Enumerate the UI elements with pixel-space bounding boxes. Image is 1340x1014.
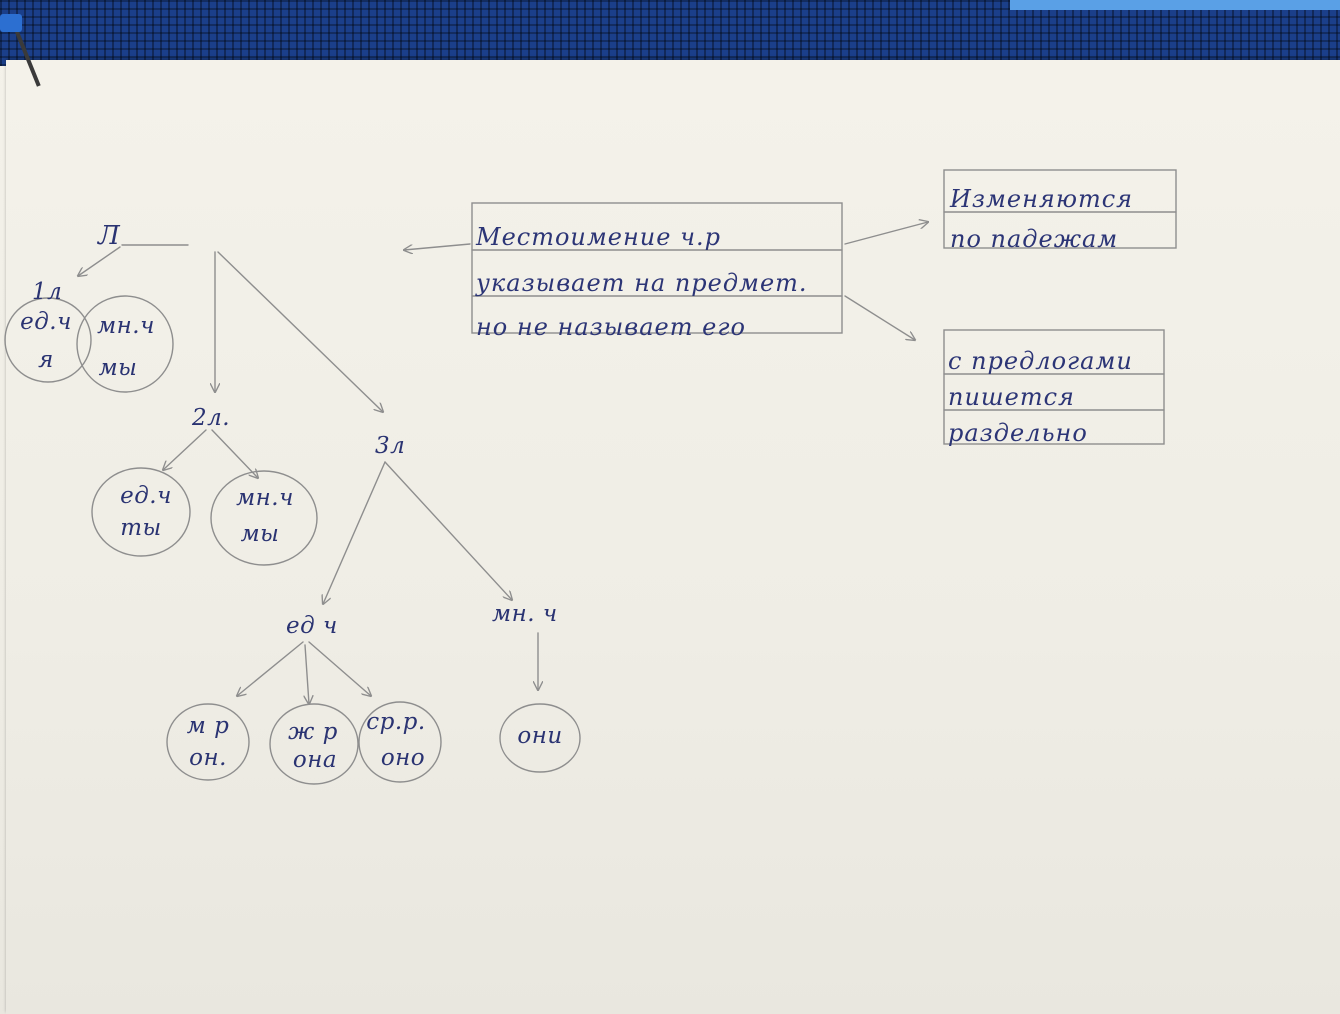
masculine-gender: м р [186, 713, 230, 739]
second-person-label: 2л. [192, 405, 231, 431]
arrow-3l-to-singular [323, 461, 386, 604]
root-label: Л [98, 221, 121, 251]
circle-2l-plural [210, 470, 318, 566]
arrow-2l-to-singular [163, 429, 207, 470]
neuter-gender: ср.р. [366, 709, 426, 735]
third-person-singular-number: ед ч [286, 613, 338, 639]
third-person-label: 3л [375, 433, 406, 459]
feminine-gender: ж р [288, 719, 338, 745]
circle-they [499, 703, 581, 773]
preposition-box-frame [943, 329, 1165, 445]
first-person-plural-pronoun: мы [98, 355, 138, 381]
arrow-singular-to-neuter [308, 641, 371, 696]
plural-pronoun-they: они [517, 723, 563, 749]
arrow-definition-to-case [844, 222, 928, 245]
first-person-singular-pronoun: я [38, 347, 54, 373]
definition-line-1: Местоимение ч.р [476, 223, 722, 251]
arrow-definition-to-preposition [844, 295, 915, 340]
feminine-pronoun: она [292, 747, 338, 773]
arrow-singular-to-feminine [305, 644, 309, 704]
preposition-line-1: с предлогами [948, 347, 1133, 375]
first-person-plural-number: мн.ч [97, 313, 155, 339]
cutting-mat [0, 0, 1340, 66]
circle-feminine [269, 703, 359, 785]
definition-line-2: указывает на предмет. [476, 269, 808, 297]
circle-masculine [166, 703, 250, 781]
circle-1l-plural [76, 295, 174, 393]
neuter-pronoun: оно [380, 745, 426, 771]
first-person-label: 1л [32, 279, 63, 305]
case-line-2: по падежам [950, 225, 1119, 253]
case-line-1: Изменяются [950, 185, 1134, 213]
circle-2l-singular [91, 467, 191, 557]
second-person-singular-number: ед.ч [120, 483, 172, 509]
preposition-line-3: раздельно [948, 419, 1088, 447]
case-box-frame [943, 169, 1177, 249]
paper-sheet [6, 60, 1340, 1014]
definition-box-frame [471, 202, 843, 334]
preposition-line-2: пишется [948, 383, 1075, 411]
masculine-pronoun: он. [189, 745, 227, 771]
third-person-plural-number: мн. ч [492, 601, 558, 627]
circle-1l-singular [4, 297, 92, 383]
second-person-singular-pronoun: ты [120, 515, 162, 541]
definition-line-3: но не называет его [476, 313, 746, 341]
first-person-singular-number: ед.ч [20, 309, 72, 335]
second-person-plural-pronoun: мы [240, 521, 280, 547]
second-person-plural-number: мн.ч [236, 485, 294, 511]
arrow-2l-to-plural [211, 429, 258, 478]
arrow-root-to-3l [217, 251, 383, 412]
pushpin-head [0, 14, 22, 32]
circle-neuter [358, 701, 442, 783]
mat-highlight [1010, 0, 1340, 10]
arrow-singular-to-masculine [237, 641, 304, 696]
arrow-3l-to-plural [384, 461, 512, 600]
arrow-root-to-1l [78, 246, 121, 276]
arrow-definition-left [404, 243, 471, 250]
